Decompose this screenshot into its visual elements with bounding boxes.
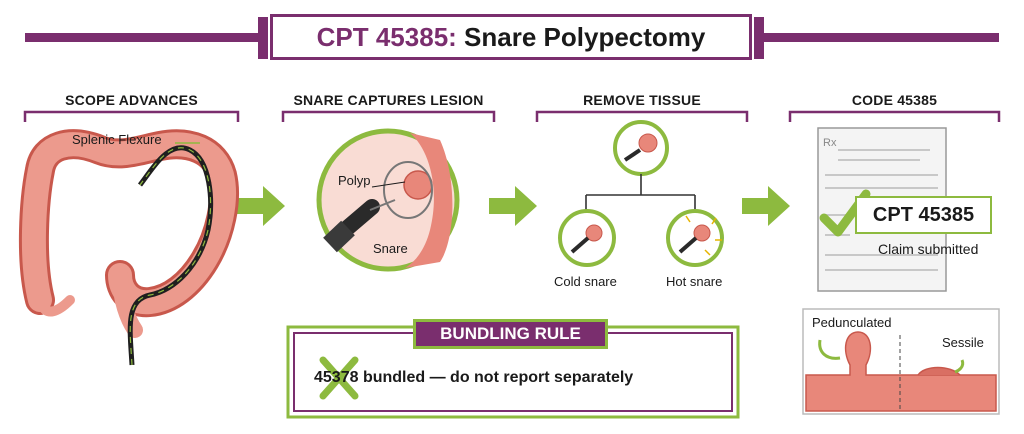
step-underlines [23,110,1001,122]
arrow-right-icon [742,186,790,226]
x-icon [319,356,359,400]
page-title: CPT 45385: Snare Polypectomy [270,14,752,60]
step-heading-remove: REMOVE TISSUE [583,92,701,108]
hot-snare-label: Hot snare [666,274,723,289]
claim-status: Claim submitted [878,241,979,257]
step-heading-code: CODE 45385 [851,92,938,108]
polyp-label: Polyp [338,173,371,188]
cpt-badge: CPT 45385 [855,196,992,234]
cold-snare-label: Cold snare [554,274,617,289]
title-cap-left [258,17,268,59]
snare-illustration [316,128,460,272]
step-heading-scope: SCOPE ADVANCES [65,92,198,108]
snare-label: Snare [373,241,408,256]
title-code: CPT 45385: [316,21,457,52]
title-bar-left [25,33,265,42]
snare-icon [383,161,433,219]
title-bar-right [757,33,999,42]
title-text: Snare Polypectomy [464,21,706,52]
remove-tissue-tree [558,120,724,267]
bundling-text: 45378 bundled — do not report separately [314,369,634,386]
rx-mark: Rx [823,137,837,149]
step-heading-snare: SNARE CAPTURES LESION [293,92,484,108]
sessile-label: Sessile [942,335,984,350]
bundling-badge: BUNDLING RULE [413,319,608,349]
title-cap-right [754,17,764,59]
arrow-right-icon [237,186,285,226]
colon-illustration [18,129,239,366]
arrow-right-icon [489,186,537,226]
pedunculated-label: Pedunculated [812,315,892,330]
splenic-flexure-label: Splenic Flexure [72,132,162,147]
